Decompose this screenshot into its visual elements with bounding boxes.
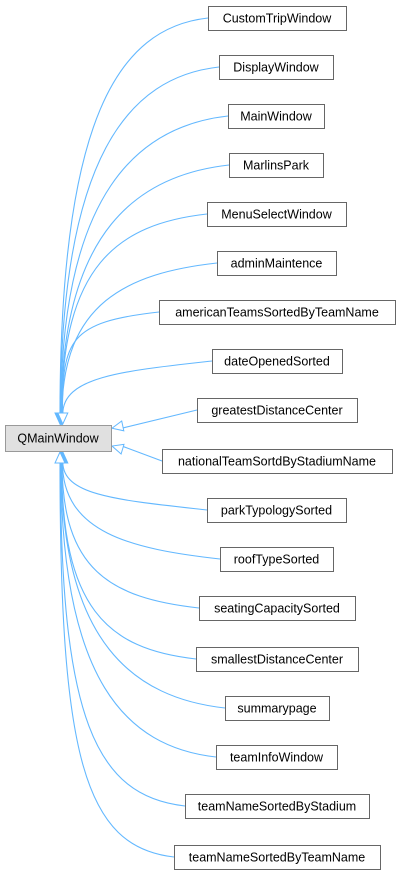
derived-class-label: DisplayWindow bbox=[233, 61, 319, 75]
derived-class-node[interactable]: smallestDistanceCenter bbox=[196, 647, 359, 672]
derived-class-box bbox=[228, 104, 325, 129]
derived-class-label: MenuSelectWindow bbox=[221, 208, 332, 222]
inheritance-edge bbox=[61, 262, 218, 415]
derived-class-box bbox=[162, 449, 393, 474]
derived-class-node[interactable]: americanTeamsSortedByTeamName bbox=[159, 300, 396, 325]
derived-class-label: greatestDistanceCenter bbox=[211, 404, 342, 418]
derived-class-node[interactable]: dateOpenedSorted bbox=[212, 349, 343, 374]
derived-class-node[interactable]: greatestDistanceCenter bbox=[197, 398, 358, 423]
derived-class-label: MainWindow bbox=[240, 110, 313, 124]
inheritance-edge bbox=[60, 164, 230, 415]
derived-class-box bbox=[174, 845, 381, 870]
derived-class-label: dateOpenedSorted bbox=[224, 355, 330, 369]
derived-class-node[interactable]: adminMaintence bbox=[217, 251, 337, 276]
derived-class-node[interactable]: parkTypologySorted bbox=[207, 498, 347, 523]
derived-class-box bbox=[216, 745, 338, 770]
derived-class-label: smallestDistanceCenter bbox=[211, 653, 343, 667]
base-class-box bbox=[5, 425, 112, 452]
inheritance-edge bbox=[62, 360, 213, 415]
base-class-node[interactable]: QMainWindow bbox=[5, 425, 112, 452]
derived-class-label: americanTeamsSortedByTeamName bbox=[175, 306, 379, 320]
derived-class-box bbox=[220, 547, 334, 572]
derived-class-box bbox=[197, 398, 358, 423]
derived-class-box bbox=[208, 6, 347, 31]
inheritance-arrowhead bbox=[110, 420, 125, 432]
inheritance-edge bbox=[59, 461, 186, 807]
inheritance-edges bbox=[54, 17, 230, 858]
inheritance-edge bbox=[61, 311, 160, 415]
derived-class-label: summarypage bbox=[237, 702, 316, 716]
derived-class-box bbox=[196, 647, 359, 672]
derived-class-label: seatingCapacitySorted bbox=[214, 602, 340, 616]
inheritance-edge bbox=[59, 461, 175, 858]
derived-class-box bbox=[217, 251, 337, 276]
derived-class-label: teamNameSortedByTeamName bbox=[189, 851, 366, 865]
derived-class-box bbox=[159, 300, 396, 325]
derived-class-box bbox=[207, 202, 347, 227]
inheritance-edge bbox=[121, 409, 198, 429]
derived-class-box bbox=[199, 596, 356, 621]
inheritance-edge bbox=[60, 115, 229, 415]
derived-class-label: adminMaintence bbox=[231, 257, 323, 271]
derived-class-node[interactable]: teamNameSortedByStadium bbox=[185, 794, 370, 819]
inheritance-edge bbox=[61, 461, 221, 560]
derived-class-node[interactable]: DisplayWindow bbox=[219, 55, 334, 80]
derived-class-label: parkTypologySorted bbox=[221, 504, 332, 518]
derived-class-node[interactable]: seatingCapacitySorted bbox=[199, 596, 356, 621]
derived-class-node[interactable]: teamNameSortedByTeamName bbox=[174, 845, 381, 870]
derived-class-node[interactable]: CustomTripWindow bbox=[208, 6, 347, 31]
inheritance-edge bbox=[61, 461, 200, 609]
derived-class-label: CustomTripWindow bbox=[223, 12, 333, 26]
derived-class-node[interactable]: MainWindow bbox=[228, 104, 325, 129]
derived-class-box bbox=[212, 349, 343, 374]
derived-class-node[interactable]: roofTypeSorted bbox=[220, 547, 334, 572]
derived-class-label: teamInfoWindow bbox=[230, 751, 324, 765]
derived-class-node[interactable]: summarypage bbox=[225, 696, 330, 721]
inheritance-edge bbox=[61, 213, 208, 415]
derived-class-node[interactable]: teamInfoWindow bbox=[216, 745, 338, 770]
derived-class-node[interactable]: MarlinsPark bbox=[229, 153, 324, 178]
derived-class-box bbox=[185, 794, 370, 819]
inheritance-edge bbox=[61, 461, 197, 660]
inheritance-arrowhead bbox=[54, 450, 66, 464]
inheritance-edge bbox=[121, 445, 163, 462]
inheritance-edge bbox=[62, 461, 208, 511]
derived-class-box bbox=[229, 153, 324, 178]
derived-class-box bbox=[207, 498, 347, 523]
class-nodes: QMainWindow CustomTripWindowDisplayWindow… bbox=[5, 6, 396, 870]
derived-class-node[interactable]: nationalTeamSortdByStadiumName bbox=[162, 449, 393, 474]
inheritance-edge bbox=[60, 461, 226, 709]
derived-class-label: MarlinsPark bbox=[243, 159, 310, 173]
derived-class-box bbox=[225, 696, 330, 721]
inheritance-edge bbox=[59, 66, 220, 415]
derived-class-box bbox=[219, 55, 334, 80]
derived-class-label: teamNameSortedByStadium bbox=[198, 800, 356, 814]
derived-class-label: roofTypeSorted bbox=[234, 553, 320, 567]
base-class-label: QMainWindow bbox=[17, 432, 99, 446]
derived-class-node[interactable]: MenuSelectWindow bbox=[207, 202, 347, 227]
inheritance-arrowhead bbox=[57, 412, 69, 426]
inheritance-edge bbox=[59, 17, 209, 415]
inheritance-edge bbox=[60, 461, 217, 758]
inheritance-arrowhead bbox=[110, 443, 125, 455]
derived-class-label: nationalTeamSortdByStadiumName bbox=[178, 455, 376, 469]
